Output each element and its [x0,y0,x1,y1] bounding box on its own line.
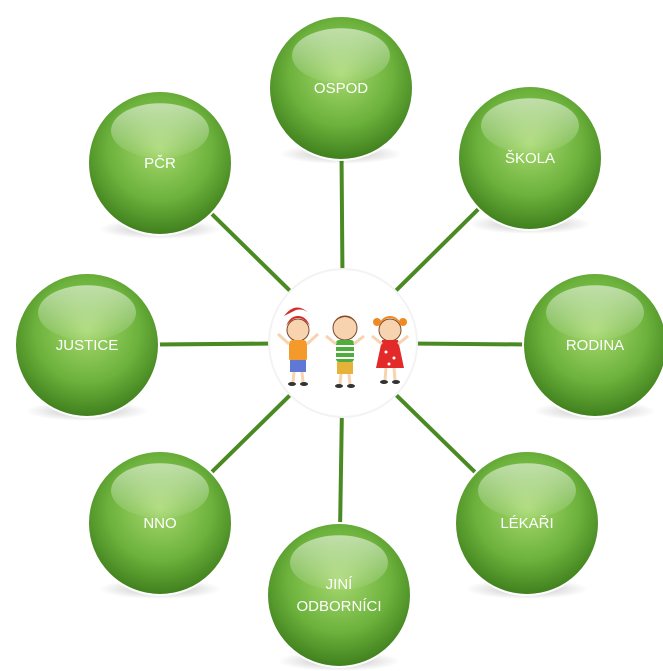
node-label-line: RODINA [566,337,624,354]
node-label-line: JUSTICE [56,337,119,354]
node-label-justice: JUSTICE [56,337,119,354]
connector-skola [388,204,484,299]
center-hub [268,268,418,418]
child-boy-middle [325,315,365,388]
node-label-lekari: LÉKAŘI [500,515,553,532]
connector-nno [207,387,298,477]
three-children-icon [276,307,409,388]
node-justice: JUSTICE [14,272,160,421]
node-jini: JINÍ ODBORNÍCI [266,522,412,671]
connector-lekari [388,387,480,477]
connector-jini [338,408,344,528]
node-gloss [111,103,209,158]
node-label-pcr: PČR [144,155,176,172]
node-gloss [478,463,576,518]
node-gloss [38,285,136,340]
node-label-line: JINÍ [326,576,354,593]
node-pcr: PČR [87,90,233,239]
node-label-rodina: RODINA [566,337,624,354]
node-ospod: OSPOD [268,15,414,164]
node-lekari: LÉKAŘI [454,450,600,599]
node-rodina: RODINA [522,272,663,421]
node-gloss [481,98,579,153]
node-gloss [546,285,644,340]
node-gloss [292,28,390,83]
connector-ospod [339,155,345,278]
child-girl-right [371,316,409,384]
node-nno: NNO [87,450,233,599]
connector-rodina [408,341,528,347]
node-label-line: OSPOD [314,80,368,97]
node-label-line: LÉKAŘI [500,515,553,532]
connector-justice [154,341,278,347]
node-label-jini: JINÍ ODBORNÍCI [296,576,381,615]
node-label-line: ODBORNÍCI [296,598,381,615]
node-label-skola: ŠKOLA [505,150,555,167]
node-label-line: NNO [143,515,176,532]
node-label-nno: NNO [143,515,176,532]
node-label-line: ŠKOLA [505,150,555,167]
node-gloss [290,535,388,590]
node-label-ospod: OSPOD [314,80,368,97]
nodes: OSPOD ŠKOLA RODINA LÉKAŘI JINÍ ODBORNÍCI NNO JU… [14,15,663,671]
node-skola: ŠKOLA [457,85,603,234]
child-girl-left [276,307,320,386]
node-gloss [111,463,209,518]
connector-pcr [207,209,298,299]
connectors [154,155,528,528]
node-label-line: PČR [144,155,176,172]
